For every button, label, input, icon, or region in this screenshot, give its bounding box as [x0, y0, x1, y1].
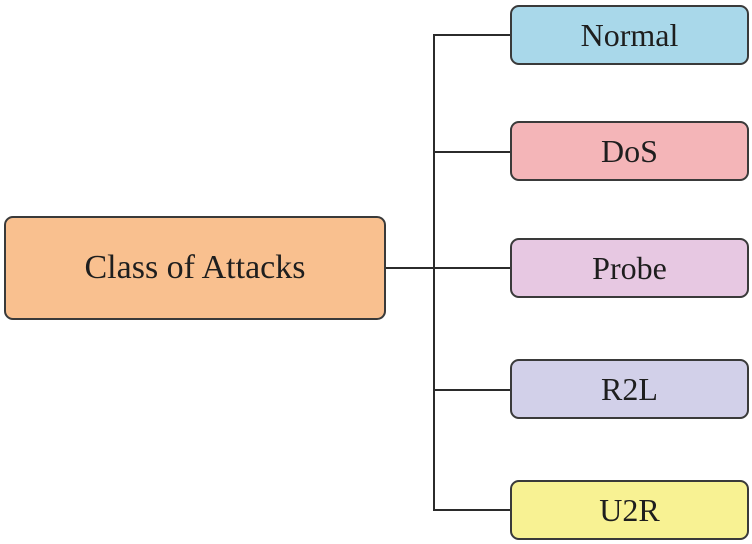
branch-line-r2l: [433, 389, 510, 391]
vertical-trunk-line: [433, 34, 435, 511]
class-node-label: Normal: [580, 16, 679, 53]
class-node-normal: Normal: [510, 5, 749, 65]
root-node-label: Class of Attacks: [84, 249, 306, 286]
root-connector-line: [386, 267, 434, 269]
branch-line-dos: [433, 151, 510, 153]
branch-line-u2r: [433, 509, 510, 511]
class-node-dos: DoS: [510, 121, 749, 181]
root-node-class-of-attacks: Class of Attacks: [4, 216, 386, 320]
class-node-label: R2L: [601, 370, 658, 407]
class-node-r2l: R2L: [510, 359, 749, 419]
class-node-probe: Probe: [510, 238, 749, 298]
class-node-u2r: U2R: [510, 480, 749, 540]
class-node-label: U2R: [599, 491, 660, 528]
class-node-label: DoS: [601, 132, 658, 169]
class-node-label: Probe: [592, 249, 667, 286]
branch-line-probe: [433, 267, 510, 269]
branch-line-normal: [433, 34, 510, 36]
